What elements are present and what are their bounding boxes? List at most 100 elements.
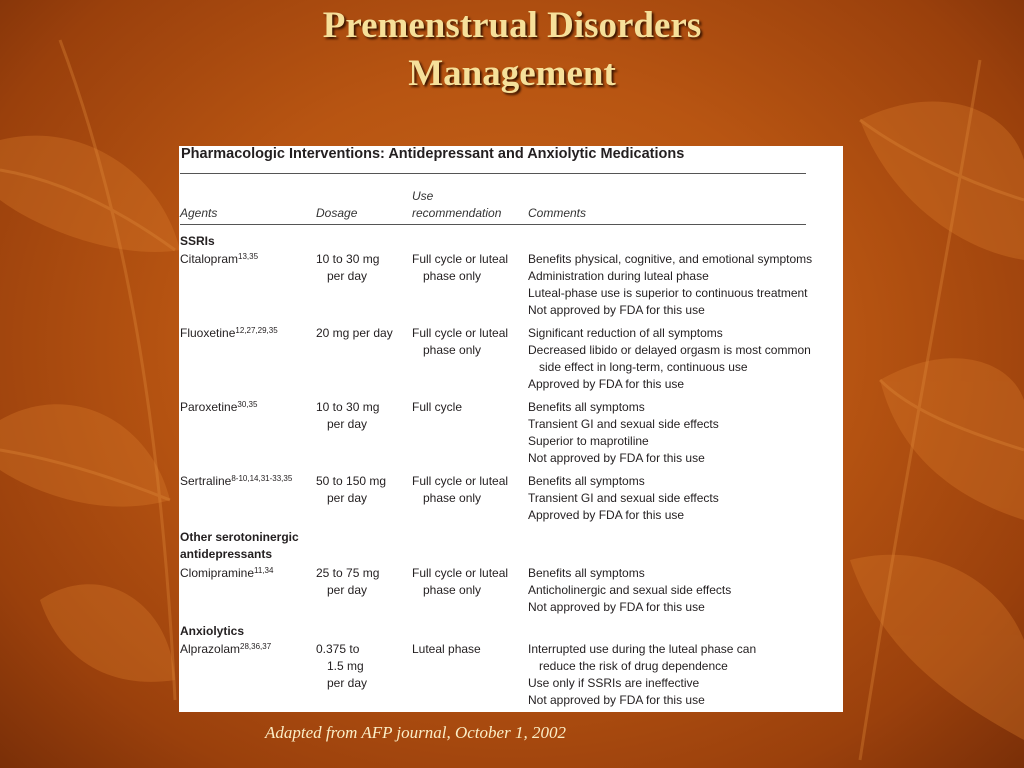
dosage-line: per day [327, 583, 368, 597]
comment-line: Benefits all symptoms [528, 566, 645, 580]
dosage-alprazolam: 0.375 to 1.5 mg per day [316, 641, 367, 692]
header-comments: Comments [528, 206, 587, 220]
agent-refs: 30,35 [237, 400, 258, 409]
agent-clomipramine: Clomipramine11,34 [180, 565, 273, 582]
comment-line: Interrupted use during the luteal phase … [528, 642, 757, 656]
dosage-line: per day [327, 417, 368, 431]
header-agents: Agents [180, 206, 218, 220]
use-line: phase only [423, 269, 482, 283]
comment-line: Luteal-phase use is superior to continuo… [528, 286, 808, 300]
dosage-line: 0.375 to [316, 642, 360, 656]
header-use-recommendation: Use recommendation [412, 188, 501, 222]
comment-line: Benefits physical, cognitive, and emotio… [528, 252, 813, 266]
use-sertraline: Full cycle or luteal phase only [412, 473, 508, 507]
dosage-fluoxetine: 20 mg per day [316, 325, 393, 342]
dosage-clomipramine: 25 to 75 mg per day [316, 565, 379, 599]
comments-sertraline: Benefits all symptoms Transient GI and s… [528, 473, 719, 524]
table-rule-top [180, 173, 806, 174]
section-line: Other serotoninergic [180, 530, 299, 544]
section-ssris: SSRIs [180, 234, 215, 248]
use-line: Full cycle or luteal [412, 474, 509, 488]
comment-line: Administration during luteal phase [528, 269, 709, 283]
header-use-line-2: recommendation [412, 206, 502, 220]
agent-refs: 8-10,14,31-33,35 [231, 474, 293, 483]
comment-line: Not approved by FDA for this use [528, 693, 705, 707]
agent-fluoxetine: Fluoxetine12,27,29,35 [180, 325, 278, 342]
agent-name: Fluoxetine [180, 326, 236, 340]
use-line: phase only [423, 343, 482, 357]
header-dosage: Dosage [316, 206, 358, 220]
slide-title-line-2: Management [408, 53, 616, 94]
use-citalopram: Full cycle or luteal phase only [412, 251, 508, 285]
agent-refs: 11,34 [254, 566, 274, 575]
use-line: Luteal phase [412, 642, 481, 656]
agent-refs: 12,27,29,35 [235, 326, 278, 335]
slide-title: Premenstrual Disorders Management [0, 2, 1024, 98]
comment-line: Benefits all symptoms [528, 474, 645, 488]
agent-refs: 13,35 [238, 252, 259, 261]
agent-sertraline: Sertraline8-10,14,31-33,35 [180, 473, 292, 490]
comment-line: Transient GI and sexual side effects [528, 417, 719, 431]
use-paroxetine: Full cycle [412, 399, 462, 416]
dosage-line: 10 to 30 mg [316, 252, 380, 266]
use-line: phase only [423, 491, 482, 505]
dosage-line: 25 to 75 mg [316, 566, 380, 580]
agent-name: Clomipramine [180, 566, 255, 580]
use-fluoxetine: Full cycle or luteal phase only [412, 325, 508, 359]
table-title: Pharmacologic Interventions: Antidepress… [181, 146, 685, 162]
comment-line: Not approved by FDA for this use [528, 451, 705, 465]
comment-line: reduce the risk of drug dependence [539, 659, 728, 673]
dosage-line: 20 mg per day [316, 326, 393, 340]
dosage-line: 1.5 mg [327, 659, 364, 673]
agent-paroxetine: Paroxetine30,35 [180, 399, 257, 416]
comment-line: Use only if SSRIs are ineffective [528, 676, 700, 690]
medication-table-image: Pharmacologic Interventions: Antidepress… [179, 146, 843, 712]
section-anxiolytics: Anxiolytics [180, 624, 245, 638]
use-line: Full cycle or luteal [412, 566, 509, 580]
dosage-line: per day [327, 269, 368, 283]
use-line: Full cycle or luteal [412, 252, 509, 266]
agent-name: Alprazolam [180, 642, 241, 656]
comment-line: Significant reduction of all symptoms [528, 326, 723, 340]
comments-fluoxetine: Significant reduction of all symptoms De… [528, 325, 811, 393]
dosage-line: 10 to 30 mg [316, 400, 380, 414]
comment-line: Not approved by FDA for this use [528, 600, 705, 614]
dosage-paroxetine: 10 to 30 mg per day [316, 399, 379, 433]
comments-clomipramine: Benefits all symptoms Anticholinergic an… [528, 565, 731, 616]
agent-name: Sertraline [180, 474, 232, 488]
agent-citalopram: Citalopram13,35 [180, 251, 258, 268]
comment-line: Superior to maprotiline [528, 434, 649, 448]
comments-paroxetine: Benefits all symptoms Transient GI and s… [528, 399, 719, 467]
table-rule-header [180, 224, 806, 225]
source-caption: Adapted from AFP journal, October 1, 200… [265, 723, 566, 742]
comments-citalopram: Benefits physical, cognitive, and emotio… [528, 251, 812, 319]
dosage-line: 50 to 150 mg [316, 474, 387, 488]
comment-line: Approved by FDA for this use [528, 508, 685, 522]
comment-line: Decreased libido or delayed orgasm is mo… [528, 343, 811, 357]
comment-line: side effect in long-term, continuous use [539, 360, 748, 374]
use-alprazolam: Luteal phase [412, 641, 481, 658]
comments-alprazolam: Interrupted use during the luteal phase … [528, 641, 756, 709]
agent-name: Paroxetine [180, 400, 238, 414]
use-clomipramine: Full cycle or luteal phase only [412, 565, 508, 599]
comment-line: Benefits all symptoms [528, 400, 645, 414]
slide-title-line-1: Premenstrual Disorders [322, 5, 702, 46]
dosage-citalopram: 10 to 30 mg per day [316, 251, 379, 285]
section-line: antidepressants [180, 547, 273, 561]
header-use-line-1: Use [412, 189, 434, 203]
comment-line: Not approved by FDA for this use [528, 303, 705, 317]
agent-alprazolam: Alprazolam28,36,37 [180, 641, 271, 658]
dosage-line: per day [327, 491, 368, 505]
agent-name: Citalopram [180, 252, 239, 266]
use-line: phase only [423, 583, 482, 597]
comment-line: Transient GI and sexual side effects [528, 491, 719, 505]
comment-line: Approved by FDA for this use [528, 377, 685, 391]
comment-line: Anticholinergic and sexual side effects [528, 583, 732, 597]
dosage-line: per day [327, 676, 368, 690]
section-other-serotoninergic: Other serotoninergic antidepressants [180, 529, 299, 563]
use-line: Full cycle [412, 400, 463, 414]
use-line: Full cycle or luteal [412, 326, 509, 340]
dosage-sertraline: 50 to 150 mg per day [316, 473, 386, 507]
agent-refs: 28,36,37 [240, 642, 272, 651]
